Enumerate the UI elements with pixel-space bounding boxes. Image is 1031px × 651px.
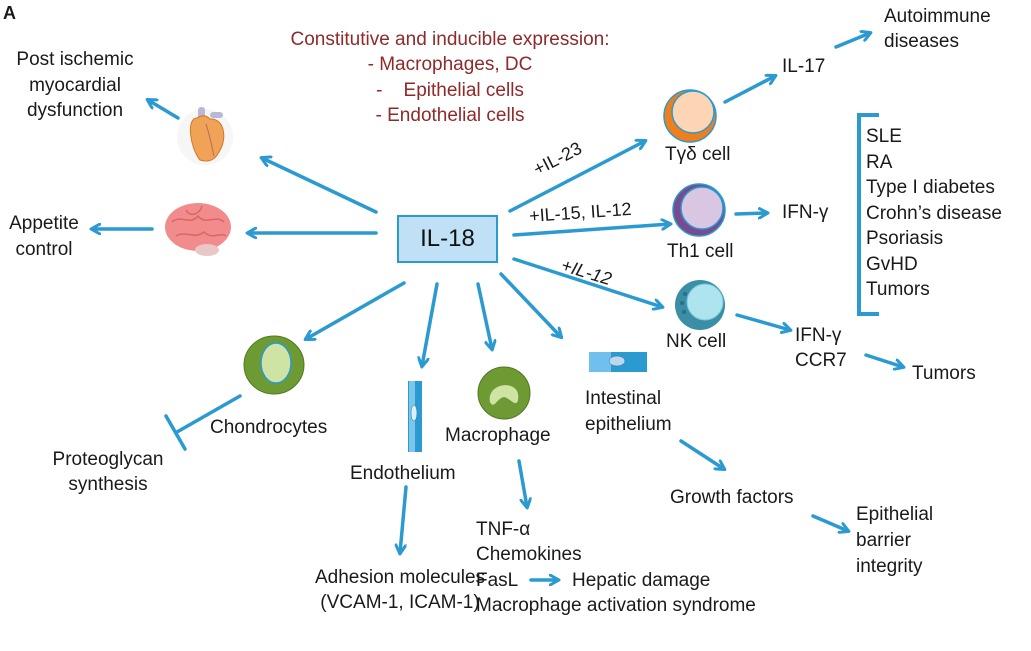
tgd-cell-label: Tγδ cell	[665, 144, 731, 165]
heart-outcome-line: Post ischemic	[16, 49, 134, 70]
macrophage-product: Macrophage activation syndrome	[476, 595, 756, 616]
chondrocytes-label: Chondrocytes	[210, 417, 328, 438]
inhibition-bar	[164, 414, 187, 451]
arrow-endothelium-to-adhesion	[400, 485, 408, 553]
heart-outcome-line: dysfunction	[26, 100, 124, 121]
autoimmune-line: diseases	[884, 31, 959, 52]
proteoglycan-line: Proteoglycan	[52, 449, 164, 470]
arrow-growth-to-epithelial	[811, 514, 848, 531]
brain-outcome-line: Appetite	[9, 213, 79, 234]
growth-factors-label: Growth factors	[670, 487, 794, 508]
arrow-il18-to-intestinal	[499, 272, 561, 337]
arrow-il18-to-endothelium	[422, 282, 439, 366]
nk-product: IFN-γ	[795, 325, 842, 346]
macrophage-product: FasL	[476, 570, 519, 591]
proteoglycan-line: synthesis	[68, 474, 148, 495]
hepatic-damage-label: Hepatic damage	[572, 570, 711, 591]
endothelium-label: Endothelium	[350, 463, 456, 484]
disease-item: Tumors	[866, 279, 930, 300]
arrow-il18-to-nk	[512, 257, 662, 307]
arrow-intestinal-to-growth	[679, 439, 724, 469]
tgd-cell-icon	[663, 89, 717, 143]
heart-icon	[177, 107, 233, 165]
heart-outcome-line: myocardial	[29, 75, 121, 96]
nk-tumors-label: Tumors	[912, 363, 976, 384]
nk-cell-label: NK cell	[666, 331, 727, 352]
disease-item: Type I diabetes	[866, 177, 995, 198]
arrow-il18-to-tgd	[508, 141, 645, 213]
panel-label: A	[3, 3, 16, 23]
endothelium-icon	[408, 381, 422, 452]
brain-outcome-line: control	[15, 239, 73, 260]
il17-label: IL-17	[782, 56, 826, 77]
arrow-th1-to-ifng	[734, 213, 767, 214]
th1-cell-label: Th1 cell	[667, 241, 734, 262]
arrow-il18-to-th1	[512, 224, 670, 237]
disease-item: Psoriasis	[866, 228, 944, 249]
arrow-il17-to-autoimmune	[834, 33, 870, 49]
il18-node: IL-18	[397, 215, 498, 263]
disease-item: RA	[866, 151, 893, 173]
nk-product: CCR7	[795, 350, 847, 371]
intestinal-line: Intestinal	[585, 388, 662, 409]
inhibition-chondrocytes-to-proteoglycan	[175, 394, 242, 434]
nk-cell-icon	[675, 280, 725, 330]
macrophage-product: TNF-α	[476, 519, 531, 540]
disease-item: GvHD	[866, 253, 918, 275]
arrow-heart-to-myocardial	[148, 100, 180, 120]
disease-bracket	[857, 113, 879, 316]
epithelial-line: Epithelial	[856, 504, 934, 525]
chondrocyte-icon	[243, 335, 305, 395]
macrophage-icon	[477, 366, 531, 420]
arrow-il18-to-macrophage	[476, 282, 492, 349]
arrow-ccr7-to-tumors	[864, 353, 903, 367]
adhesion-line: (VCAM-1, ICAM-1)	[320, 592, 480, 613]
intestinal-line: epithelium	[585, 414, 672, 435]
disease-item: SLE	[866, 126, 902, 147]
arrow-il18-to-heart	[262, 158, 378, 214]
arrow-nk-to-ifng	[735, 313, 790, 330]
arrow-il18-to-chondrocytes	[306, 281, 406, 339]
th1-ifng-label: IFN-γ	[782, 202, 829, 223]
intestinal-epithelium-icon	[589, 352, 647, 372]
expression-item: - Endothelial cells	[375, 105, 525, 126]
expression-item: - Epithelial cells	[376, 80, 524, 101]
brain-icon	[165, 203, 231, 256]
disease-item: Crohn’s disease	[866, 202, 1002, 224]
il18-label: IL-18	[420, 225, 475, 252]
expression-item: - Macrophages, DC	[367, 54, 533, 75]
disease-list: SLE RA Type I diabetes Crohn’s disease P…	[866, 124, 1002, 303]
arrow-macrophage-to-products	[517, 459, 527, 507]
macrophage-label: Macrophage	[445, 425, 551, 446]
adhesion-line: Adhesion molecules	[314, 567, 486, 588]
macrophage-product: Chemokines	[476, 544, 582, 565]
th1-cell-icon	[672, 183, 726, 237]
epithelial-line: integrity	[856, 556, 923, 577]
arrow-tgd-to-il17	[723, 76, 775, 104]
epithelial-line: barrier	[856, 530, 911, 551]
expression-title: Constitutive and inducible expression:	[290, 29, 610, 50]
autoimmune-line: Autoimmune	[884, 6, 991, 27]
